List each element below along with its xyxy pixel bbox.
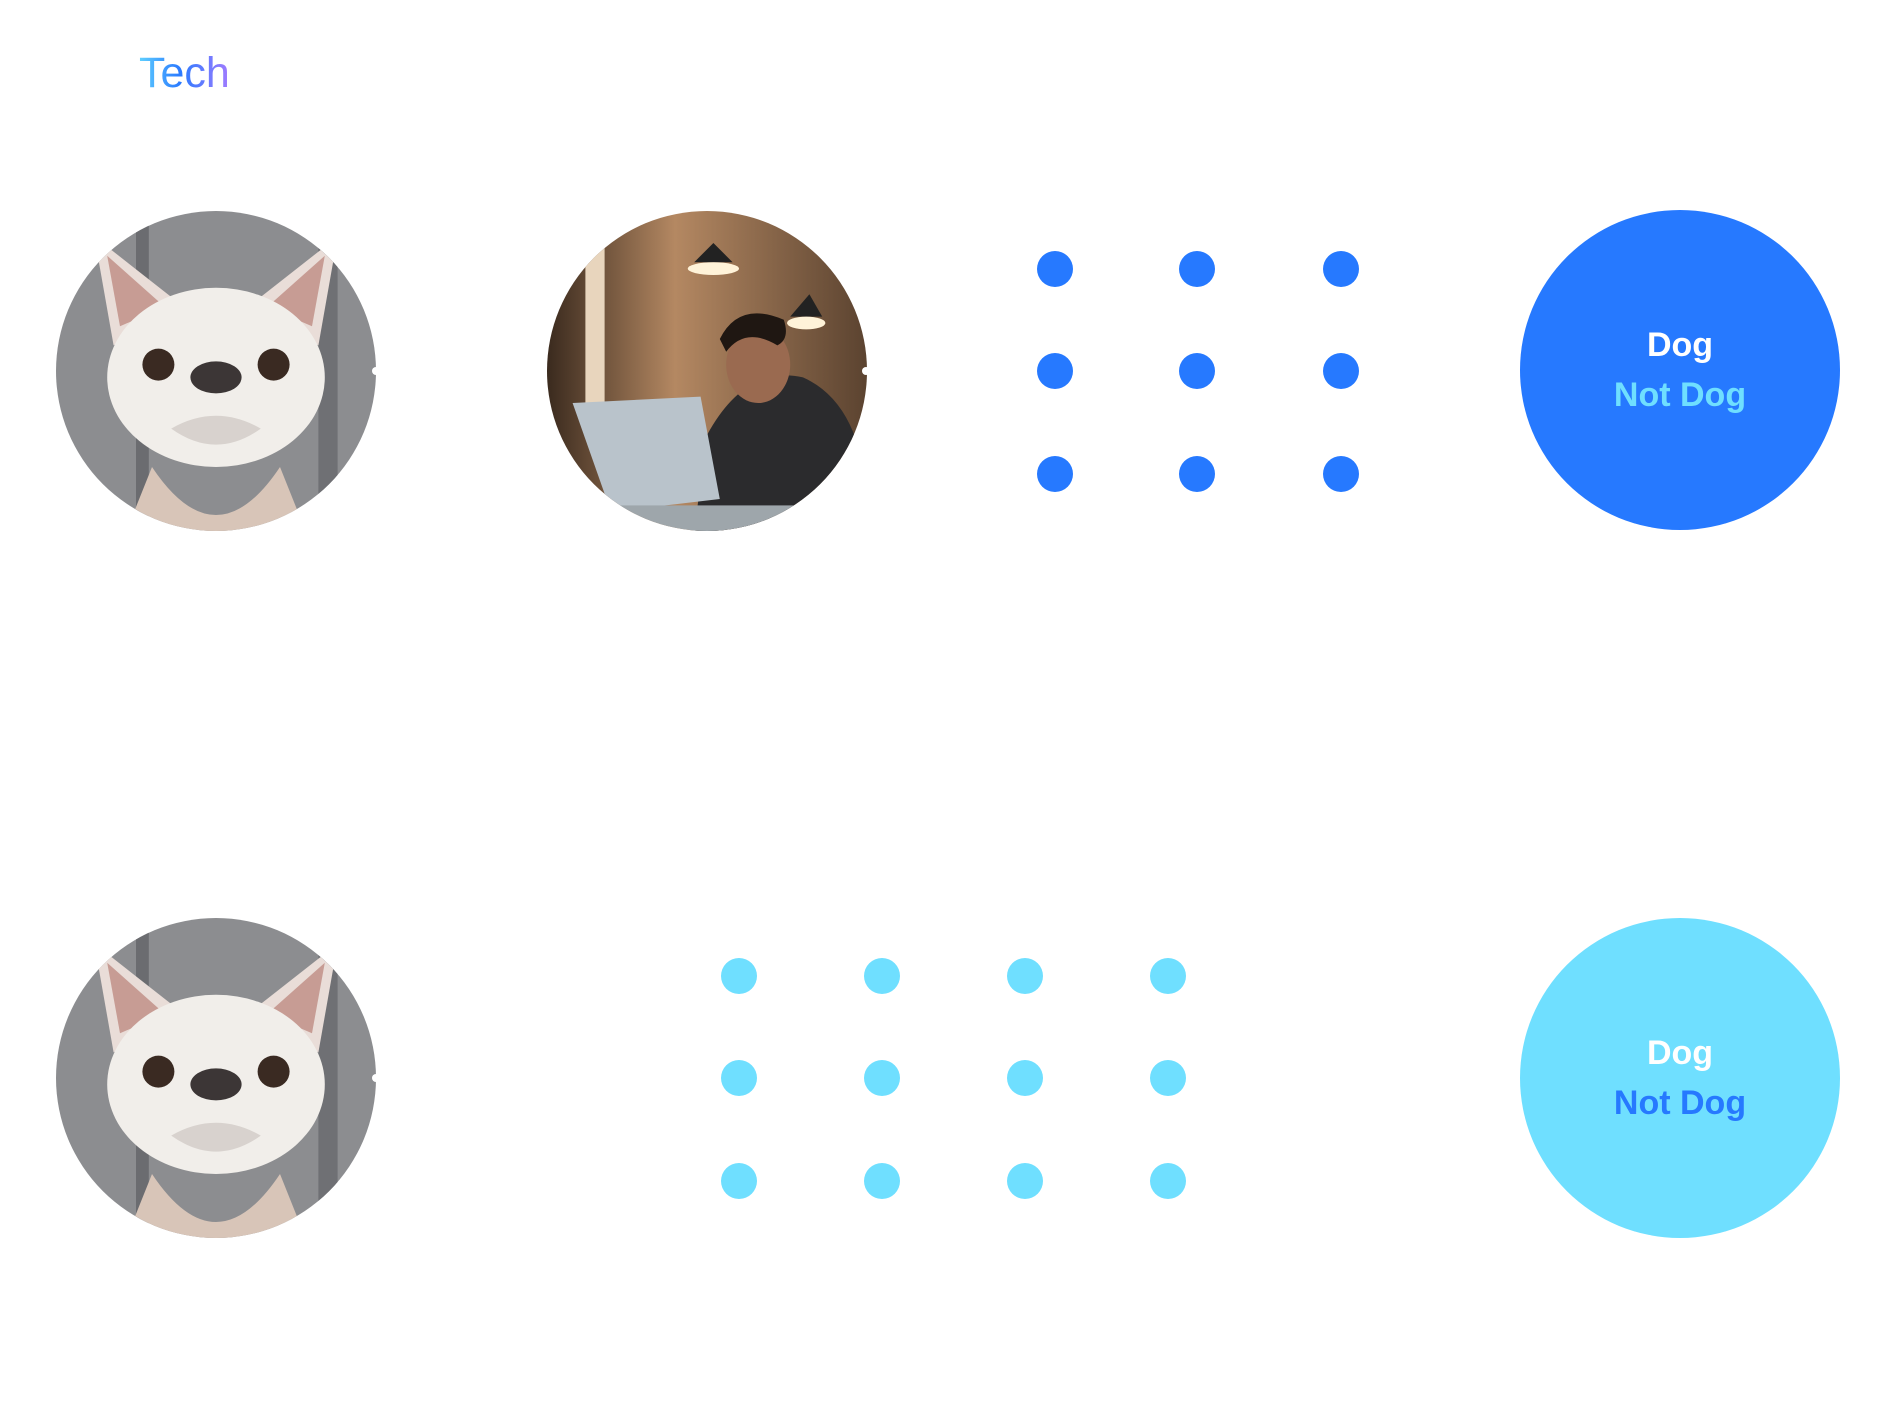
grid-dot <box>1323 456 1359 492</box>
label-dog: Dog <box>1646 326 1714 364</box>
result-circle-primary: Dog Not Dog <box>1520 210 1840 530</box>
grid-dot <box>864 1060 900 1096</box>
grid-dot <box>1323 251 1359 287</box>
connector-dot <box>862 367 870 375</box>
grid-dot <box>1037 456 1073 492</box>
result-circle-secondary: Dog Not Dog <box>1520 918 1840 1238</box>
grid-dot <box>1150 1163 1186 1199</box>
dog-photo <box>56 918 376 1238</box>
label-not-dog: Not Dog <box>1613 376 1747 414</box>
tech-logo[interactable]: Tech <box>139 49 230 97</box>
grid-dot <box>1150 1060 1186 1096</box>
grid-dot <box>1037 353 1073 389</box>
grid-dot <box>864 1163 900 1199</box>
grid-dot <box>721 1060 757 1096</box>
connector-dot <box>372 367 380 375</box>
grid-dot <box>1007 958 1043 994</box>
grid-dot <box>1150 958 1186 994</box>
grid-dot <box>864 958 900 994</box>
label-not-dog: Not Dog <box>1613 1084 1747 1122</box>
grid-dot <box>1179 251 1215 287</box>
grid-dot <box>721 1163 757 1199</box>
grid-dot <box>1007 1163 1043 1199</box>
person-laptop-photo <box>547 211 867 531</box>
connector-dot <box>372 1074 380 1082</box>
grid-dot <box>1007 1060 1043 1096</box>
grid-dot <box>1037 251 1073 287</box>
grid-dot <box>1179 353 1215 389</box>
grid-dot <box>1179 456 1215 492</box>
dog-photo <box>56 211 376 531</box>
grid-dot <box>721 958 757 994</box>
label-dog: Dog <box>1646 1034 1714 1072</box>
grid-dot <box>1323 353 1359 389</box>
